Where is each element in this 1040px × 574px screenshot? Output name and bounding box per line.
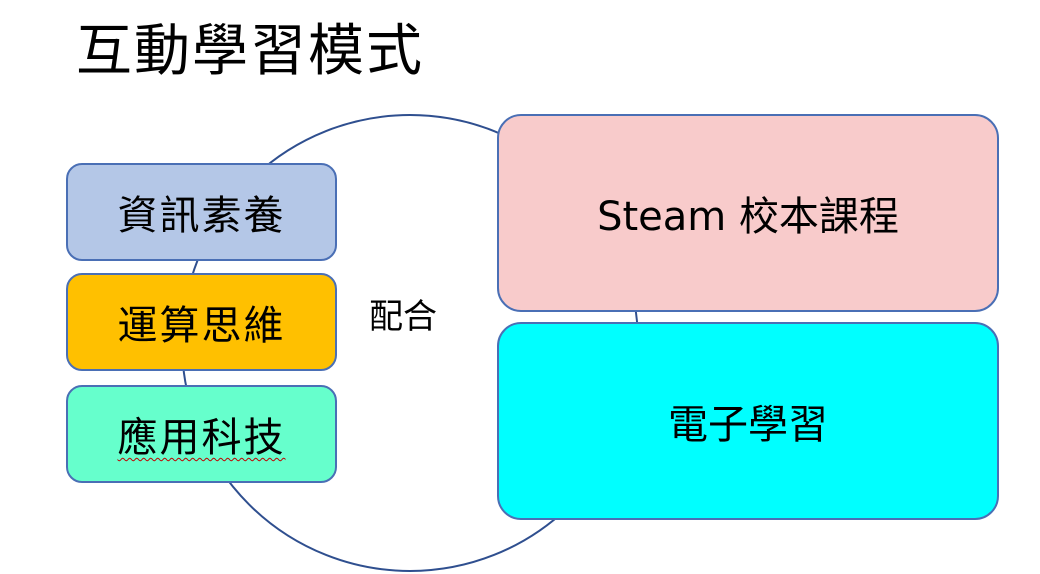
box-e-learning-label: 電子學習 (668, 402, 828, 448)
box-info-literacy: 資訊素養 (66, 163, 337, 261)
box-e-learning: 電子學習 (497, 322, 999, 520)
slide-title: 互動學習模式 (76, 19, 424, 84)
box-applied-technology: 應用科技 (66, 385, 337, 483)
box-info-literacy-label: 資訊素養 (117, 193, 286, 239)
box-steam-curriculum: Steam 校本課程 (497, 114, 999, 312)
box-computational-thinking-label: 運算思維 (117, 303, 286, 349)
box-applied-technology-label: 應用科技 (117, 415, 286, 461)
connector-label: 配合 (369, 297, 437, 337)
box-computational-thinking: 運算思維 (66, 273, 337, 371)
box-steam-curriculum-label: Steam 校本課程 (597, 194, 899, 240)
